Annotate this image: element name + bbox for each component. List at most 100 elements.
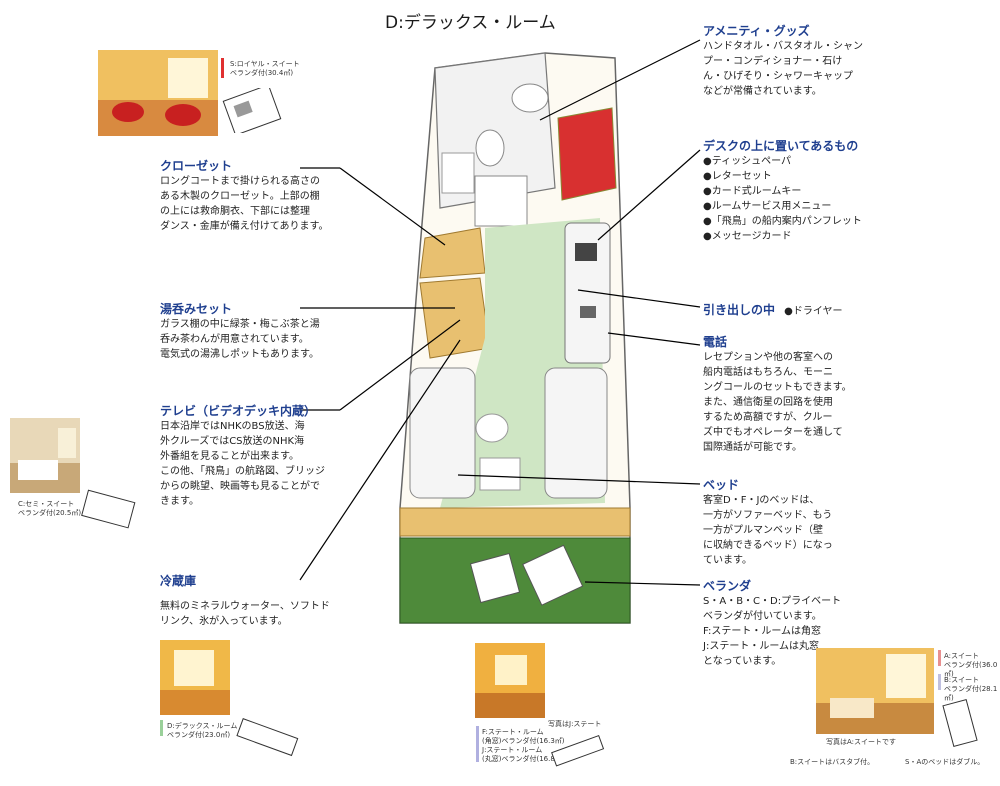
callout-amenity-body: ハンドタオル・バスタオル・シャン プー・コンディショナー・石け ん・ひげそり・シ… [703, 39, 903, 99]
callout-veranda-head: ベランダ [703, 579, 752, 593]
deluxe-plan-thumb [232, 718, 302, 758]
callout-closet-head: クローゼット [160, 159, 233, 173]
text-line: からの眺望、映画等も見ることがで [160, 481, 320, 492]
side-table [475, 413, 509, 443]
callout-tv: テレビ（ビデオデッキ内蔵） 日本沿岸ではNHKのBS放送、海 外クルーズではCS… [160, 402, 350, 509]
phone-unit [580, 306, 596, 318]
callout-bed-head: ベッド [703, 478, 740, 492]
state-color-bar [476, 726, 479, 762]
text-line: となっています。 [703, 656, 782, 667]
thumb-name: B:スイート [944, 676, 980, 684]
red-accent-wall [557, 107, 617, 201]
state-note: 写真はJ:ステート [548, 720, 602, 728]
floor-plan-drawing [399, 52, 631, 624]
deluxe-color-bar [160, 720, 163, 736]
callout-tv-body: 日本沿岸ではNHKのBS放送、海 外クルーズではCS放送のNHK海 外番組を見る… [160, 419, 350, 509]
list-item: ●ティッシュペーパ [703, 156, 792, 167]
royal-caption: S:ロイヤル・スイート ベランダ付(30.4㎡) [230, 60, 300, 78]
thumb-sub: ベランダ付(36.0㎡) [944, 661, 998, 678]
text-line: ベランダが付いています。 [703, 611, 822, 622]
a-suite-photo [816, 648, 934, 734]
a-note: 写真はA:スイートです [826, 738, 897, 746]
list-item: ●「飛鳥」の船内案内パンフレット [703, 216, 862, 227]
text-line: 一方がプルマンベッド（壁 [703, 525, 823, 536]
text-line: ズ中でもオペレーターを通して [703, 427, 843, 438]
b-caption: B:スイート ベランダ付(28.1㎡) [944, 676, 1000, 703]
text-line: プー・コンディショナー・石け [703, 56, 843, 67]
text-line: 呑み茶わんが用意されています。 [160, 334, 309, 345]
list-item: ●レターセット [703, 171, 772, 182]
callout-bed: ベッド 客室D・F・Jのベッドは、 一方がソファーベッド、もう 一方がプルマンベ… [703, 476, 903, 568]
callout-veranda-body: S・A・B・C・D:プライベート ベランダが付いています。 F:ステート・ルーム… [703, 594, 903, 669]
callout-desk-head: デスクの上に置いてあるもの [703, 139, 859, 153]
royal-suite-photo [98, 50, 218, 136]
text-line: などが常備されています。 [703, 86, 822, 97]
veranda-chair-1 [469, 552, 521, 604]
thumb-sub: ベランダ付(28.1㎡) [944, 685, 998, 702]
a-color-bar [938, 650, 941, 666]
veranda-chair-2 [522, 544, 584, 606]
thumb-name: J:ステート・ルーム [482, 746, 543, 754]
text-line: 客室D・F・Jのベッドは、 [703, 495, 820, 506]
callout-fridge-head: 冷蔵庫 [160, 574, 197, 588]
text-line: J:ステート・ルームは丸窓 [703, 641, 820, 652]
c-suite-plan-thumb [78, 488, 138, 533]
closet-door [474, 175, 528, 227]
desk-monitor [575, 243, 597, 261]
text-line: きます。 [160, 496, 199, 507]
thumb-name: D:デラックス・ルーム [167, 722, 238, 730]
veranda-door [399, 507, 631, 537]
royal-color-bar [221, 58, 224, 78]
callout-amenity: アメニティ・グッズ ハンドタオル・バスタオル・シャン プー・コンディショナー・石… [703, 22, 903, 99]
thumb-sub: ベランダ付(20.5㎡) [18, 509, 82, 517]
text-line: レセプションや他の客室への [703, 352, 833, 363]
text-line: ています。 [703, 555, 752, 566]
callout-phone-body: レセプションや他の客室への 船内電話はもちろん、モーニ ングコールのセットもでき… [703, 350, 903, 455]
callout-fridge: 冷蔵庫 無料のミネラルウォーター、ソフトド リンク、氷が入っています。 [160, 572, 350, 629]
floor-plan [380, 38, 665, 638]
callout-tea: 湯呑みセット ガラス棚の中に緑茶・梅こぶ茶と湯 呑み茶わんが用意されています。 … [160, 300, 350, 362]
text-line: 一方がソファーベッド、もう [703, 510, 833, 521]
state-plan-thumb [545, 732, 610, 772]
deluxe-photo [160, 640, 230, 715]
text-line: ングコールのセットもできます。 [703, 382, 852, 393]
thumb-name: C:セミ・スイート [18, 500, 75, 508]
page-title: D:デラックス・ルーム [385, 13, 556, 33]
callout-phone: 電話 レセプションや他の客室への 船内電話はもちろん、モーニ ングコールのセット… [703, 333, 903, 455]
state-caption: F:ステート・ルーム (角窓)ベランダ付(16.3㎡) J:ステート・ルーム (… [482, 728, 565, 764]
text-line: ある木製のクローゼット。上部の棚 [160, 191, 320, 202]
thumb-sub: ベランダ付(30.4㎡) [230, 69, 294, 77]
callout-phone-head: 電話 [703, 335, 728, 349]
text-line: ガラス棚の中に緑茶・梅こぶ茶と湯 [160, 319, 320, 330]
callout-veranda: ベランダ S・A・B・C・D:プライベート ベランダが付いています。 F:ステー… [703, 577, 903, 669]
toilet [475, 129, 505, 167]
callout-desk-body: ●ティッシュペーパ ●レターセット ●カード式ルームキー ●ルームサービス用メニ… [703, 154, 913, 244]
text-line: 日本沿岸ではNHKのBS放送、海 [160, 421, 305, 432]
b-color-bar [938, 674, 941, 690]
c-suite-photo [10, 418, 80, 493]
state-room-photo [475, 643, 545, 718]
footnote-left: B:スイートはバスタブ付。 [790, 758, 875, 766]
callout-tea-head: 湯呑みセット [160, 302, 233, 316]
thumb-name: S:ロイヤル・スイート [230, 60, 300, 68]
c-suite-caption: C:セミ・スイート ベランダ付(20.5㎡) [18, 500, 81, 518]
bed-left [409, 367, 476, 499]
text-line: ん・ひげそり・シャワーキャップ [703, 71, 853, 82]
text-line: この他、「飛鳥」の航路図、ブリッジ [160, 466, 325, 477]
callout-bed-body: 客室D・F・Jのベッドは、 一方がソファーベッド、もう 一方がプルマンベッド（壁… [703, 493, 903, 568]
callout-drawer: 引き出しの中 ●ドライヤー [703, 299, 843, 319]
shower [441, 152, 475, 194]
text-line: 船内電話はもちろん、モーニ [703, 367, 833, 378]
text-line: リンク、氷が入っています。 [160, 616, 288, 627]
text-line: 無料のミネラルウォーター、ソフトド [160, 601, 330, 612]
text-line: ダンス・金庫が備え付けてあります。 [160, 221, 329, 232]
room-photo-royal [98, 50, 218, 136]
text-line: ロングコートまで掛けられる高さの [160, 176, 320, 187]
text-line: 外クルーズではCS放送のNHK海 [160, 436, 305, 447]
text-line: S・A・B・C・D:プライベート [703, 596, 842, 607]
text-line: に収納できるベッド）になっ [703, 540, 833, 551]
text-line: また、通信衛星の回路を使用 [703, 397, 833, 408]
footnote-right: S・Aのベッドはダブル。 [905, 758, 985, 766]
callout-fridge-body: 無料のミネラルウォーター、ソフトド リンク、氷が入っています。 [160, 599, 350, 629]
